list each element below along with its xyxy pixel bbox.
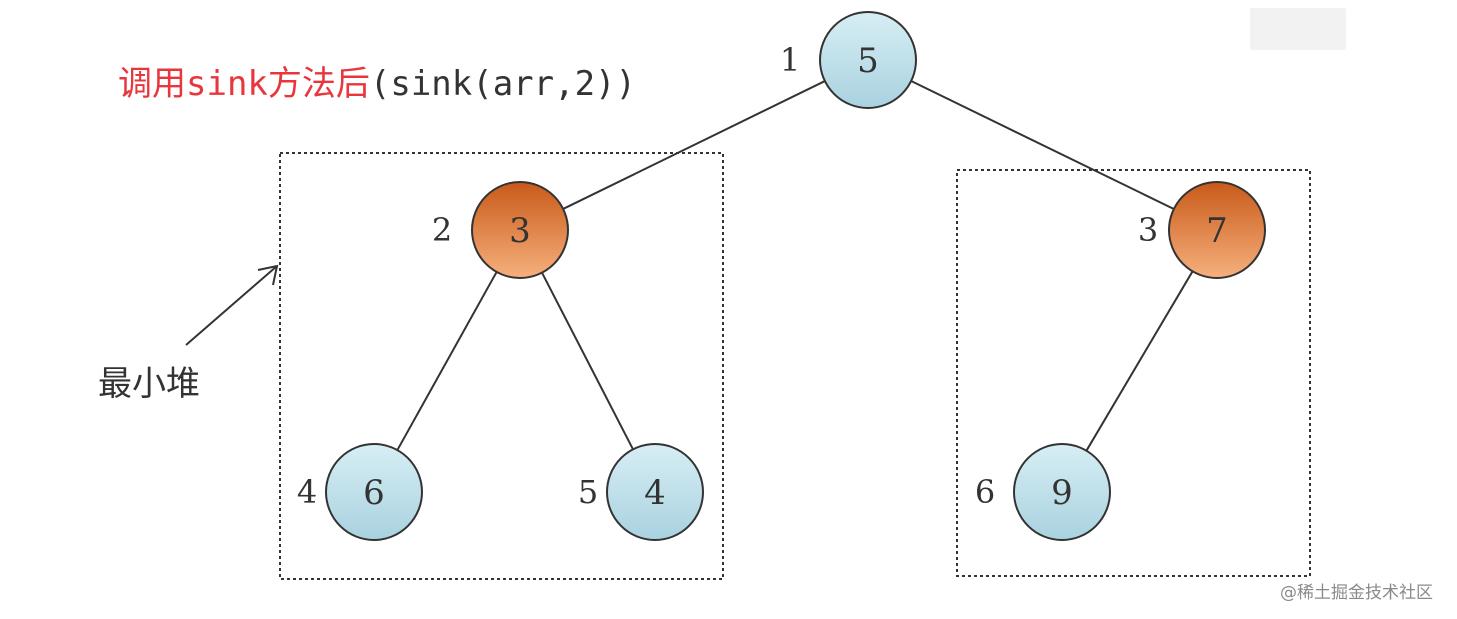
node-circle (819, 11, 917, 109)
min-heap-label: 最小堆 (98, 364, 200, 404)
heap-node-3: 73 (1138, 181, 1266, 279)
heap-node-1: 51 (780, 11, 917, 109)
edges-layer (396, 80, 1194, 452)
node-circle (1168, 181, 1266, 279)
node-value: 6 (363, 473, 385, 513)
node-circle (1013, 443, 1111, 541)
pointer-arrow-head (257, 264, 279, 286)
caption-highlight: 调用sink方法后 (118, 64, 370, 104)
heap-node-4: 64 (297, 443, 423, 541)
left-subtree-box (279, 152, 724, 580)
heap-node-6: 96 (975, 443, 1111, 541)
node-circle (606, 443, 704, 541)
edge-n2-n5 (541, 272, 634, 450)
node-index: 4 (297, 473, 317, 511)
node-value: 7 (1206, 211, 1228, 251)
node-value: 9 (1051, 473, 1073, 513)
right-subtree-box (956, 169, 1311, 577)
node-index: 5 (578, 473, 598, 511)
node-value: 3 (509, 211, 531, 251)
heap-node-2: 32 (432, 181, 569, 279)
node-value: 5 (857, 41, 879, 81)
node-value: 4 (644, 473, 666, 513)
node-index: 3 (1138, 211, 1158, 249)
node-index: 1 (780, 41, 800, 79)
edge-n1-n3 (910, 80, 1175, 210)
edge-n2-n4 (396, 271, 498, 451)
node-circle (325, 443, 423, 541)
edge-n1-n2 (562, 80, 826, 210)
caption-rest: (sink(arr,2)) (369, 64, 636, 104)
watermark: @稀土掘金技术社区 (1280, 583, 1433, 603)
node-index: 6 (975, 473, 995, 511)
pointer-arrow-line (185, 265, 278, 346)
node-circle (471, 181, 569, 279)
diagram-caption: 调用sink方法后(sink(arr,2)) (118, 56, 636, 105)
top-right-badge (1250, 8, 1346, 50)
node-index: 2 (432, 211, 452, 249)
heap-node-5: 45 (578, 443, 704, 541)
edge-n3-n6 (1085, 270, 1194, 452)
